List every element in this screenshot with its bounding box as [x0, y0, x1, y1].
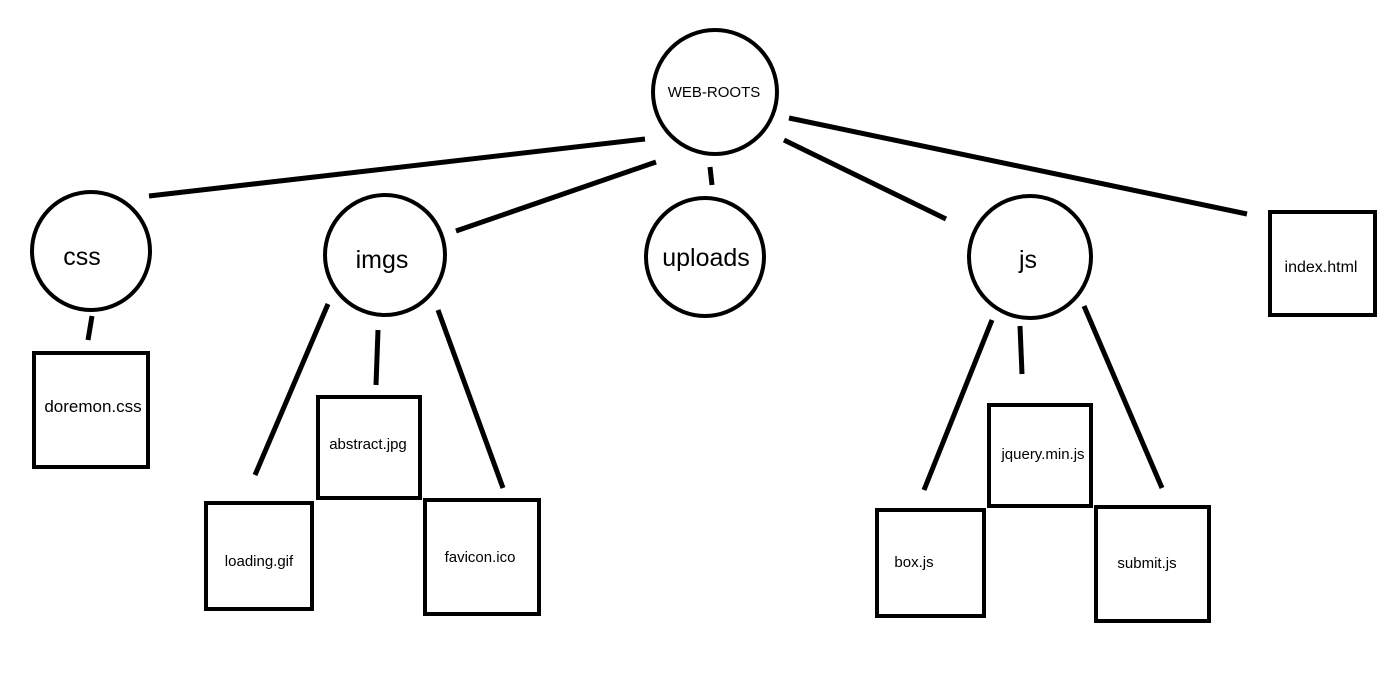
- folder-node-imgs: imgs: [323, 193, 447, 317]
- root-circle: [651, 28, 779, 156]
- file-box-jquery-min-js: [987, 403, 1093, 508]
- file-box-doremon-css: [32, 351, 150, 469]
- edge-root-imgs: [455, 159, 657, 234]
- file-node-submit-js: submit.js: [1094, 505, 1211, 623]
- file-label-submit-js: submit.js: [1117, 555, 1176, 572]
- root-node: WEB-ROOTS: [651, 28, 779, 156]
- folder-label-js: js: [1018, 246, 1037, 274]
- file-box-box-js: [875, 508, 986, 618]
- folder-node-js: js: [967, 194, 1093, 320]
- edge-root-js: [782, 137, 948, 222]
- edge-js-jquery: [1017, 325, 1025, 375]
- folder-node-css: css: [30, 190, 152, 312]
- edge-js-submit: [1081, 305, 1165, 489]
- file-node-abstract-jpg: abstract.jpg: [316, 395, 422, 500]
- edge-root-css: [148, 136, 646, 199]
- edge-imgs-favicon: [435, 309, 506, 489]
- file-label-abstract-jpg: abstract.jpg: [329, 436, 407, 453]
- edge-imgs-abstract: [373, 329, 381, 386]
- edge-root-uploads: [707, 166, 715, 186]
- edge-root-index-html: [788, 115, 1248, 217]
- file-box-index-html: [1268, 210, 1377, 317]
- folder-circle-css: [30, 190, 152, 312]
- file-label-loading-gif: loading.gif: [225, 553, 294, 570]
- file-node-index-html: index.html: [1268, 210, 1377, 317]
- file-label-doremon-css: doremon.css: [44, 397, 141, 416]
- file-label-jquery-min-js: jquery.min.js: [1000, 446, 1084, 463]
- folder-label-uploads: uploads: [662, 244, 750, 272]
- edge-imgs-loading: [252, 303, 331, 476]
- file-node-loading-gif: loading.gif: [204, 501, 314, 611]
- folder-label-css: css: [63, 243, 101, 271]
- root-label: WEB-ROOTS: [668, 84, 761, 101]
- folder-circle-js: [967, 194, 1093, 320]
- edge-css-doremon: [85, 315, 95, 341]
- file-node-jquery-min-js: jquery.min.js: [987, 403, 1093, 508]
- file-node-favicon-ico: favicon.ico: [423, 498, 541, 616]
- file-label-box-js: box.js: [894, 554, 933, 571]
- file-node-doremon-css: doremon.css: [32, 351, 150, 469]
- file-box-submit-js: [1094, 505, 1211, 623]
- file-label-favicon-ico: favicon.ico: [445, 549, 516, 566]
- file-label-index-html: index.html: [1285, 259, 1358, 276]
- folder-node-uploads: uploads: [644, 196, 766, 318]
- file-box-loading-gif: [204, 501, 314, 611]
- file-node-box-js: box.js: [875, 508, 986, 618]
- file-box-favicon-ico: [423, 498, 541, 616]
- edge-js-box: [921, 319, 995, 491]
- folder-circle-uploads: [644, 196, 766, 318]
- folder-circle-imgs: [323, 193, 447, 317]
- file-box-abstract-jpg: [316, 395, 422, 500]
- folder-label-imgs: imgs: [356, 246, 409, 274]
